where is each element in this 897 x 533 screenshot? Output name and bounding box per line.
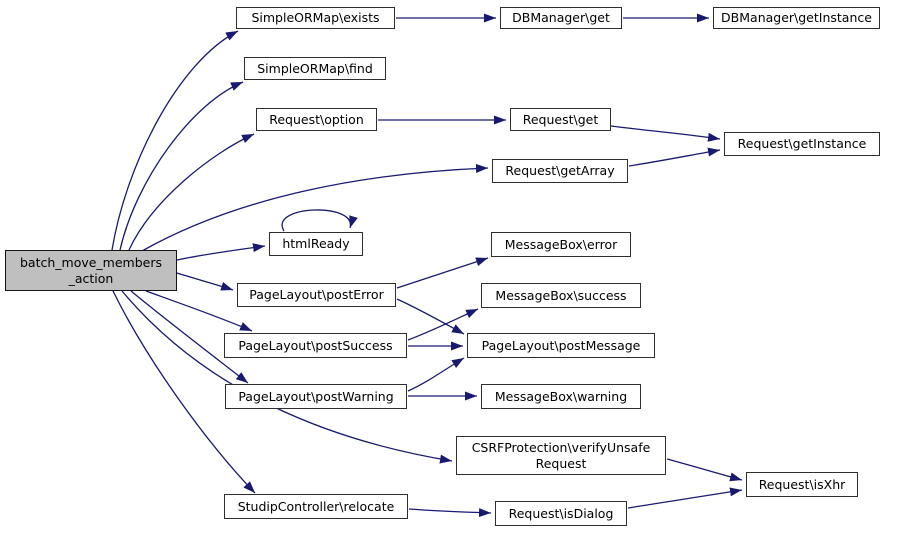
node-label: MessageBox\warning bbox=[494, 388, 628, 404]
node-htmlready[interactable]: htmlReady bbox=[269, 232, 363, 256]
node-label-line1: CSRFProtection\verifyUnsafe bbox=[471, 439, 651, 455]
edge-main-to-csrf-verifyunsaferequest bbox=[121, 290, 453, 464]
node-label: Request\getInstance bbox=[737, 136, 867, 151]
node-label: SimpleORMap\exists bbox=[251, 10, 380, 25]
edge-studipcontroller-relocate-to-request-isdialog bbox=[408, 508, 492, 518]
node-pagelayout-posterror[interactable]: PageLayout\postError bbox=[237, 283, 396, 307]
node-label: SimpleORMap\find bbox=[257, 60, 373, 76]
node-label: StudipController\relocate bbox=[237, 498, 395, 514]
node-messagebox-error[interactable]: MessageBox\error bbox=[491, 232, 631, 257]
node-label-line2: _action bbox=[68, 270, 114, 286]
edge-main-to-simpleormap-find bbox=[119, 81, 244, 251]
edge-main-to-pagelayout-postwarning bbox=[130, 290, 249, 384]
node-pagelayout-postwarning[interactable]: PageLayout\postWarning bbox=[225, 384, 407, 409]
node-label: DBManager\getInstance bbox=[721, 10, 872, 25]
node-dbmanager-getinstance[interactable]: DBManager\getInstance bbox=[713, 7, 880, 29]
edge-pagelayout-postsuccess-to-messagebox-success bbox=[407, 308, 479, 341]
edge-main-to-pagelayout-posterror bbox=[176, 272, 234, 291]
node-label: PageLayout\postMessage bbox=[481, 337, 641, 353]
node-label: PageLayout\postError bbox=[249, 287, 384, 302]
edge-main-to-htmlready bbox=[176, 243, 266, 261]
node-request-get[interactable]: Request\get bbox=[510, 108, 611, 131]
node-label: MessageBox\success bbox=[495, 287, 627, 303]
node-messagebox-success[interactable]: MessageBox\success bbox=[481, 283, 641, 308]
node-label: Request\getArray bbox=[505, 163, 615, 178]
node-label: PageLayout\postSuccess bbox=[238, 337, 393, 353]
node-batch-move-members-action: batch_move_members _action bbox=[5, 250, 177, 291]
node-label: Request\get bbox=[522, 111, 599, 127]
node-label-line1: batch_move_members bbox=[19, 254, 163, 270]
node-label-line2: Request bbox=[535, 455, 587, 471]
node-request-getinstance[interactable]: Request\getInstance bbox=[724, 132, 880, 156]
node-request-option[interactable]: Request\option bbox=[256, 108, 377, 131]
edge-main-to-pagelayout-postsuccess bbox=[145, 290, 253, 332]
edge-main-to-studipcontroller-relocate bbox=[112, 290, 256, 494]
node-label: Request\isDialog bbox=[508, 505, 614, 521]
edge-pagelayout-posterror-to-messagebox-error bbox=[396, 257, 489, 289]
edge-pagelayout-posterror-to-pagelayout-postmessage bbox=[396, 298, 465, 335]
node-pagelayout-postsuccess[interactable]: PageLayout\postSuccess bbox=[224, 333, 407, 358]
node-request-getarray[interactable]: Request\getArray bbox=[492, 159, 628, 183]
node-label: htmlReady bbox=[282, 236, 350, 251]
node-csrf-verifyunsaferequest[interactable]: CSRFProtection\verifyUnsafe Request bbox=[456, 436, 666, 475]
node-label: MessageBox\error bbox=[504, 236, 618, 252]
edge-request-get-to-request-getinstance bbox=[610, 125, 721, 142]
node-label: Request\option bbox=[269, 111, 364, 127]
node-dbmanager-get[interactable]: DBManager\get bbox=[500, 7, 622, 29]
edge-pagelayout-postwarning-to-pagelayout-postmessage bbox=[407, 357, 465, 392]
node-label: DBManager\get bbox=[512, 10, 610, 25]
node-studipcontroller-relocate[interactable]: StudipController\relocate bbox=[224, 494, 408, 519]
edge-csrf-to-request-isxhr bbox=[666, 458, 743, 482]
node-label: PageLayout\postWarning bbox=[238, 388, 394, 404]
node-messagebox-warning[interactable]: MessageBox\warning bbox=[481, 384, 641, 409]
node-simpleormap-find[interactable]: SimpleORMap\find bbox=[244, 57, 386, 80]
edge-main-to-simpleormap-exists bbox=[111, 30, 239, 251]
edge-request-getarray-to-request-getinstance bbox=[628, 147, 721, 167]
node-label: Request\isXhr bbox=[758, 476, 846, 492]
edge-htmlready-self-loop bbox=[281, 209, 358, 232]
edge-request-isdialog-to-request-isxhr bbox=[627, 487, 743, 509]
edge-main-to-request-getarray bbox=[141, 163, 489, 252]
node-simpleormap-exists[interactable]: SimpleORMap\exists bbox=[236, 7, 395, 29]
edge-main-to-request-option bbox=[128, 133, 255, 251]
node-request-isdialog[interactable]: Request\isDialog bbox=[495, 501, 627, 526]
node-pagelayout-postmessage[interactable]: PageLayout\postMessage bbox=[467, 333, 655, 358]
node-request-isxhr[interactable]: Request\isXhr bbox=[746, 472, 858, 497]
